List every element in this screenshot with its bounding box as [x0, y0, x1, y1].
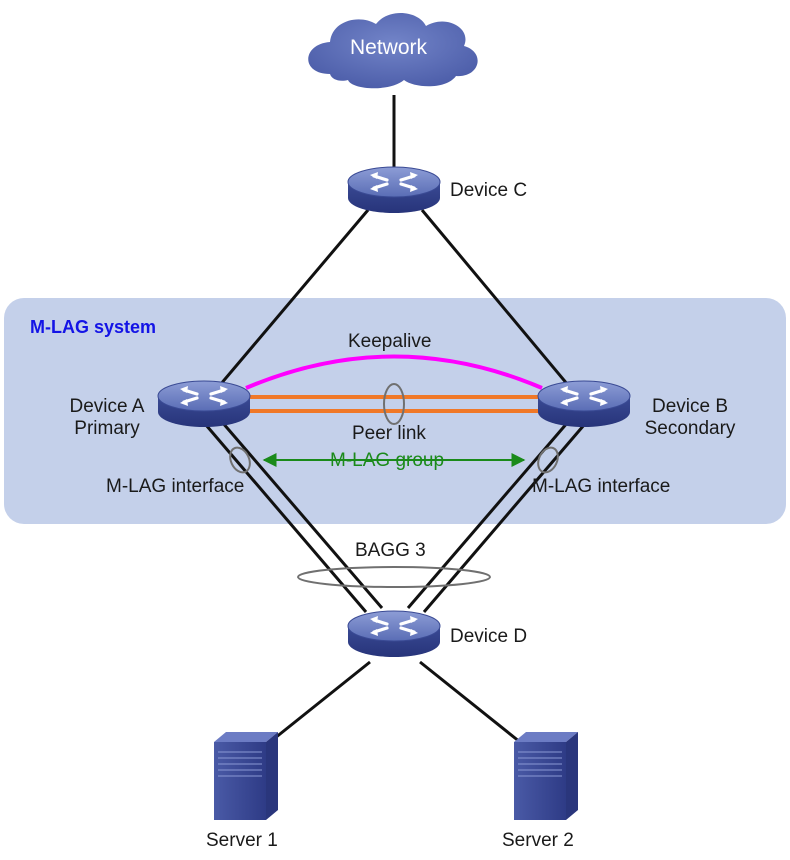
link-c-a: [218, 209, 370, 386]
device-b-icon: [536, 379, 632, 429]
keepalive-label: Keepalive: [348, 331, 432, 352]
peer-link-aggregation-ellipse: [383, 383, 405, 425]
aggregation-ellipses: [229, 383, 559, 588]
link-a-d-1: [204, 424, 368, 613]
device-d-icon: [346, 609, 442, 659]
link-d-server1: [269, 660, 371, 744]
mlag-interface-b-label: M-LAG interface: [532, 476, 671, 497]
device-d-label: Device D: [450, 626, 528, 647]
network-cloud-icon: [308, 12, 478, 89]
server-1-label: Server 1: [206, 830, 278, 851]
device-a-role: Primary: [74, 418, 140, 439]
mlag-system-label: M-LAG system: [30, 317, 157, 337]
device-c-label: Device C: [450, 180, 528, 201]
mlag-interface-a-ellipse: [229, 446, 251, 474]
link-d-server2: [419, 660, 521, 744]
server-2-label: Server 2: [502, 830, 574, 851]
bagg-label: BAGG 3: [355, 540, 426, 561]
device-a-icon: [156, 379, 252, 429]
link-a-d-2: [220, 421, 384, 609]
server-2-icon: [513, 731, 579, 821]
device-b-role: Secondary: [644, 418, 736, 439]
peer-link-lines: [240, 395, 548, 413]
mlag-interface-a-label: M-LAG interface: [106, 476, 245, 497]
link-c-b: [420, 209, 570, 386]
keepalive-link: [245, 354, 543, 390]
bagg-ellipse: [297, 566, 491, 588]
device-a-label: Device A Primary: [52, 396, 162, 440]
network-links: [204, 95, 586, 744]
device-c-icon: [346, 165, 442, 215]
mlag-group-label: M-LAG group: [330, 450, 445, 471]
device-a-name: Device A: [69, 396, 145, 417]
mlag-interface-b-ellipse: [537, 446, 559, 474]
peer-link-label: Peer link: [352, 423, 426, 444]
device-b-label: Device B Secondary: [630, 396, 750, 440]
server-1-icon: [213, 731, 279, 821]
device-b-name: Device B: [651, 396, 729, 417]
network-label: Network: [350, 36, 428, 59]
